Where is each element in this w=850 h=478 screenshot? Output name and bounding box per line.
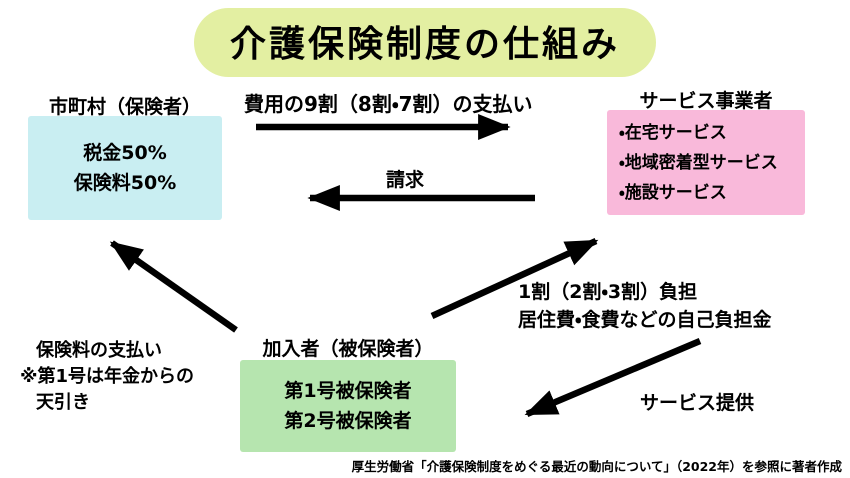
- flow-label-premium-line2: ※第1号は年金からの: [20, 366, 195, 387]
- diagram-title: 介護保険制度の仕組み: [193, 8, 657, 77]
- provider-item-home-service: ・在宅サービス: [619, 122, 727, 143]
- provider-item-community-service: ・地域密着型サービス: [619, 152, 778, 173]
- flow-label-premium-line1: 保険料の支払い: [36, 340, 162, 361]
- provider-item-facility-service: ・施設サービス: [619, 182, 727, 203]
- flow-label-billing: 請求: [386, 169, 425, 191]
- source-attribution: 厚生労働省「介護保険制度をめぐる最近の動向について」（2022年）を参照に著者作…: [351, 459, 842, 474]
- municipality-line-tax: 税金50%: [83, 142, 167, 164]
- flow-label-copayment-line2: 居住費・食費などの自己負担金: [518, 309, 772, 331]
- flow-label-premium-line3: 天引き: [36, 392, 90, 413]
- insured-box: 第1号被保険者 第2号被保険者: [240, 360, 456, 452]
- provider-box: ・在宅サービス ・地域密着型サービス ・施設サービス: [607, 110, 805, 215]
- municipality-box: 税金50% 保険料50%: [28, 116, 222, 220]
- flow-label-payment-to-provider: 費用の9割（8割・7割）の支払い: [244, 92, 533, 116]
- insured-label: 加入者（被保険者）: [262, 338, 434, 360]
- insured-line-no1: 第1号被保険者: [284, 380, 412, 402]
- arrow-premium-payment: [109, 240, 238, 333]
- insured-line-no2: 第2号被保険者: [284, 410, 412, 432]
- provider-label: サービス事業者: [639, 90, 773, 112]
- municipality-label: 市町村（保険者）: [48, 96, 201, 118]
- flow-label-copayment-line1: 1割（2割・3割）負担: [518, 281, 698, 303]
- flow-label-service-provision: サービス提供: [640, 392, 755, 414]
- municipality-line-premium: 保険料50%: [73, 172, 177, 194]
